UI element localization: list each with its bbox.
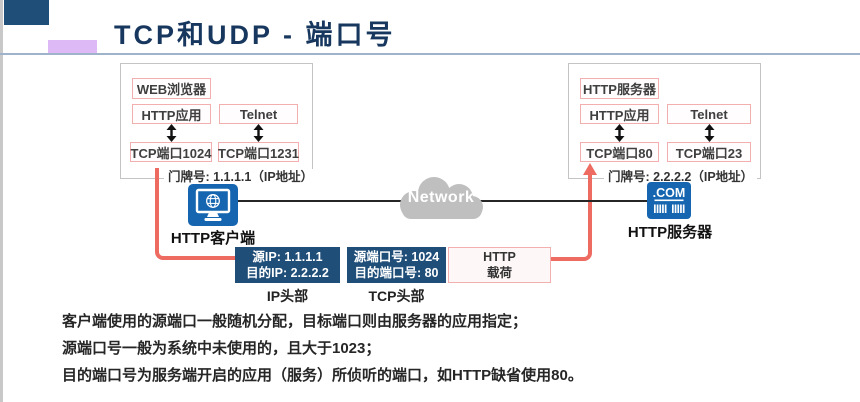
note-line-2: 源端口号一般为系统中未使用的，且大于1023； xyxy=(62,340,381,357)
updown-arrow-icon xyxy=(253,124,264,142)
client-port-telnet-box: TCP端口1231 xyxy=(218,142,299,162)
client-http-app-box: HTTP应用 xyxy=(132,104,211,124)
accent-square xyxy=(4,0,49,25)
client-http-app-label: HTTP应用 xyxy=(141,107,202,123)
packet-payload-box: HTTP 载荷 xyxy=(448,247,551,283)
note-line-3: 目的端口号为服务端开启的应用（服务）所侦听的端口，如HTTP缺省使用80。 xyxy=(62,367,583,384)
red-connector-server xyxy=(551,175,592,261)
client-stack-box: WEB浏览器 HTTP应用 Telnet TCP端口1024 TCP端口1231 xyxy=(120,63,313,179)
packet-payload-proto: HTTP xyxy=(483,250,516,264)
header-divider xyxy=(0,53,860,55)
client-port-http-box: TCP端口1024 xyxy=(130,142,212,162)
client-port-http-label: TCP端口1024 xyxy=(130,145,212,161)
updown-arrow-icon xyxy=(166,124,177,142)
client-telnet-label: Telnet xyxy=(239,106,278,122)
note-line-1: 客户端使用的源端口一般随机分配，目标端口则由服务器的应用指定； xyxy=(62,313,528,330)
red-connector-client xyxy=(155,168,237,260)
accent-bar xyxy=(48,40,97,53)
server-http-app-box: HTTP应用 xyxy=(580,104,659,124)
red-arrowhead-up-icon xyxy=(583,163,597,175)
client-browser-box: WEB浏览器 xyxy=(132,78,211,99)
packet-ip-header-box: 源IP: 1.1.1.1 目的IP: 2.2.2.2 xyxy=(235,247,340,283)
server-com-icon: .COM xyxy=(647,182,691,219)
packet-tcp-dst-port: 目的端口号: 80 xyxy=(354,266,439,280)
server-port-telnet-label: TCP端口23 xyxy=(675,145,743,161)
packet-ip-caption: IP头部 xyxy=(266,288,309,304)
server-node-label: HTTP服务器 xyxy=(627,224,713,241)
packet-tcp-caption: TCP头部 xyxy=(368,288,425,304)
client-address-label: 门牌号: 1.1.1.1（IP地址） xyxy=(164,169,318,185)
server-port-http-label: TCP端口80 xyxy=(586,145,653,161)
packet-payload-label: 载荷 xyxy=(486,266,512,280)
packet-ip-dst: 目的IP: 2.2.2.2 xyxy=(246,266,329,280)
left-edge-strip xyxy=(0,0,3,402)
server-app-box: HTTP服务器 xyxy=(580,78,659,99)
server-app-label: HTTP服务器 xyxy=(583,82,656,97)
client-node-label: HTTP客户端 xyxy=(170,230,256,247)
client-computer-icon xyxy=(188,184,238,226)
server-port-http-box: TCP端口80 xyxy=(580,142,659,162)
client-browser-label: WEB浏览器 xyxy=(136,82,207,97)
packet-tcp-header-box: 源端口号: 1024 目的端口号: 80 xyxy=(347,247,446,283)
client-port-telnet-label: TCP端口1231 xyxy=(218,145,299,161)
packet-tcp-src-port: 源端口号: 1024 xyxy=(353,250,440,264)
client-telnet-box: Telnet xyxy=(219,104,298,124)
cloud-label: Network xyxy=(407,189,475,206)
server-port-telnet-box: TCP端口23 xyxy=(667,142,751,162)
updown-arrow-icon xyxy=(614,124,625,142)
server-icon-text: .COM xyxy=(653,186,686,200)
server-stack-box: HTTP服务器 HTTP应用 Telnet TCP端口80 TCP端口23 xyxy=(568,63,761,179)
packet-ip-src: 源IP: 1.1.1.1 xyxy=(252,250,323,264)
cloud-icon xyxy=(400,177,483,219)
server-telnet-box: Telnet xyxy=(667,104,751,124)
server-address-label: 门牌号: 2.2.2.2（IP地址） xyxy=(604,169,758,185)
server-telnet-label: Telnet xyxy=(690,106,728,122)
updown-arrow-icon xyxy=(704,124,715,142)
server-http-app-label: HTTP应用 xyxy=(589,107,650,123)
page-title: TCP和UDP - 端口号 xyxy=(114,20,396,50)
network-cloud: Network xyxy=(392,176,490,223)
